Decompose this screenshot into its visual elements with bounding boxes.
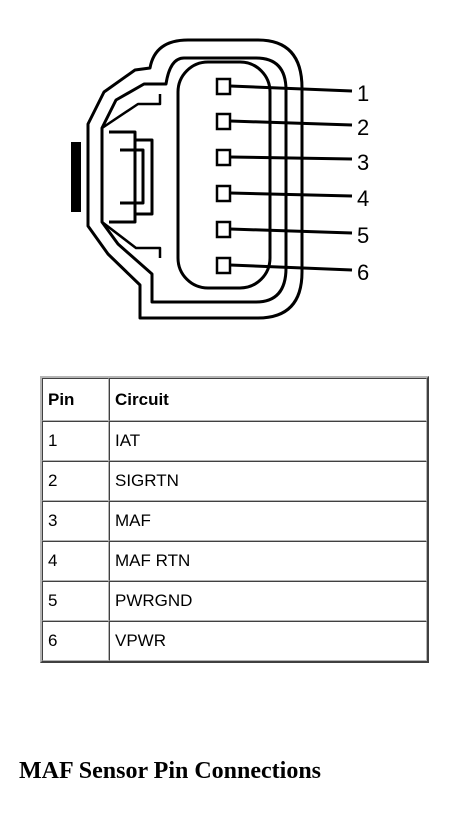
table-row: 4 MAF RTN — [42, 541, 427, 581]
table-row: 2 SIGRTN — [42, 461, 427, 501]
pin-cell: 4 — [42, 541, 109, 581]
pin-2-leader — [229, 119, 353, 127]
pin-6-label: 6 — [357, 260, 369, 285]
table-row: 3 MAF — [42, 501, 427, 541]
diagram-caption: MAF Sensor Pin Connections — [19, 758, 322, 784]
connector-step-lines — [101, 94, 162, 258]
pin-3-label: 3 — [357, 150, 369, 175]
pin-cell: 3 — [42, 501, 109, 541]
pin-4-terminal — [215, 184, 232, 203]
pin-5-label: 5 — [357, 223, 369, 248]
pin-5-leader — [229, 227, 353, 235]
connector-back-plate — [71, 142, 81, 212]
latch-tab — [109, 130, 154, 224]
pin-3-terminal — [215, 148, 232, 167]
circuit-cell: PWRGND — [109, 581, 427, 621]
pin-2-label: 2 — [357, 115, 369, 140]
pin-cell: 1 — [42, 421, 109, 461]
pin-cell: 6 — [42, 621, 109, 661]
connector-outer-housing — [86, 38, 304, 320]
pin-cavity — [176, 60, 272, 290]
table-row: 1 IAT — [42, 421, 427, 461]
circuit-cell: IAT — [109, 421, 427, 461]
circuit-cell: MAF — [109, 501, 427, 541]
pin-1-terminal — [215, 77, 232, 96]
table-header-row: Pin Circuit — [42, 378, 427, 421]
pin-5-terminal — [215, 220, 232, 239]
circuit-column-header: Circuit — [109, 378, 427, 421]
pin-column-header: Pin — [42, 378, 109, 421]
pin-cell: 2 — [42, 461, 109, 501]
circuit-cell: VPWR — [109, 621, 427, 661]
circuit-cell: MAF RTN — [109, 541, 427, 581]
pin-4-leader — [229, 191, 353, 198]
circuit-cell: SIGRTN — [109, 461, 427, 501]
connector-diagram: 1 2 3 4 5 6 — [71, 38, 369, 320]
pin-circuit-table: Pin Circuit 1 IAT 2 SIGRTN 3 MAF 4 MAF R… — [40, 376, 429, 663]
pin-1-label: 1 — [357, 81, 369, 106]
table-row: 6 VPWR — [42, 621, 427, 661]
pin-2-terminal — [215, 112, 232, 131]
connector-inner-rim — [100, 56, 288, 304]
table-row: 5 PWRGND — [42, 581, 427, 621]
pin-6-leader — [229, 263, 353, 272]
pin-1-leader — [229, 84, 353, 93]
pin-cell: 5 — [42, 581, 109, 621]
pin-3-leader — [229, 155, 353, 161]
pin-4-label: 4 — [357, 186, 369, 211]
pin-6-terminal — [215, 256, 232, 275]
